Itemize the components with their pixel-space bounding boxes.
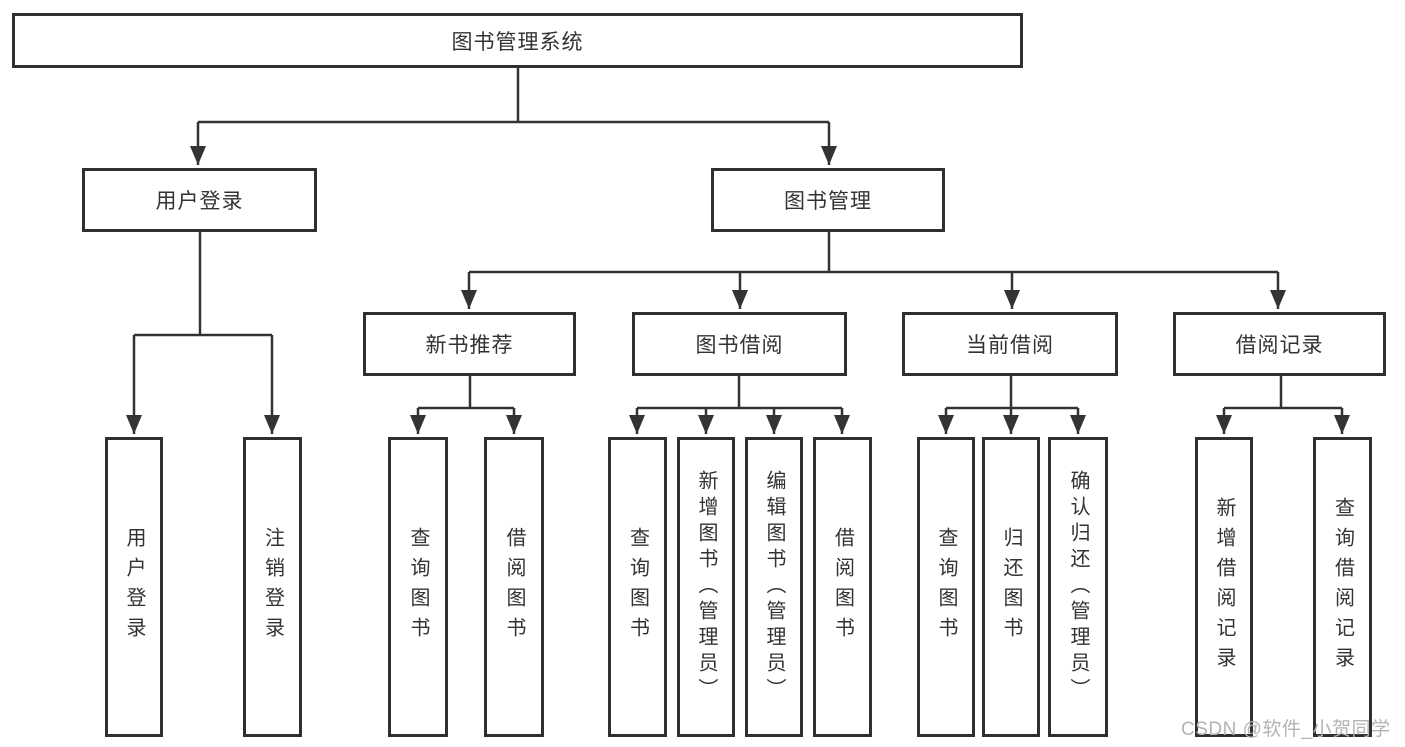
node-leaf-borrow-book-1: 借阅图书 — [484, 437, 544, 737]
node-label: 确认归还（管理员） — [1067, 470, 1089, 704]
node-current-borrow: 当前借阅 — [902, 312, 1118, 376]
node-label: 用户登录 — [155, 190, 244, 213]
node-label: 当前借阅 — [966, 334, 1054, 357]
node-label: 查询图书 — [935, 527, 957, 647]
node-label: 图书管理系统 — [451, 30, 584, 54]
node-borrow-records: 借阅记录 — [1173, 312, 1386, 376]
node-leaf-add-borrow-record: 新增借阅记录 — [1195, 437, 1253, 737]
node-leaf-query-book-3: 查询图书 — [917, 437, 975, 737]
node-label: 借阅记录 — [1235, 334, 1324, 357]
node-leaf-query-book-2: 查询图书 — [608, 437, 667, 737]
node-label: 图书管理 — [784, 190, 872, 213]
node-label: 编辑图书（管理员） — [763, 470, 785, 704]
node-leaf-query-borrow-record: 查询借阅记录 — [1313, 437, 1372, 737]
node-leaf-confirm-return-admin: 确认归还（管理员） — [1048, 437, 1108, 737]
node-leaf-query-book-1: 查询图书 — [388, 437, 448, 737]
node-label: 借阅图书 — [831, 527, 854, 647]
node-leaf-logout: 注销登录 — [243, 437, 302, 737]
node-book-borrow: 图书借阅 — [632, 312, 847, 376]
node-label: 注销登录 — [261, 527, 284, 647]
node-label: 新增图书（管理员） — [695, 470, 717, 704]
node-leaf-borrow-book-2: 借阅图书 — [813, 437, 872, 737]
node-leaf-user-login: 用户登录 — [105, 437, 163, 737]
node-label: 新增借阅记录 — [1213, 497, 1235, 677]
node-label: 用户登录 — [123, 527, 145, 647]
node-label: 图书借阅 — [695, 334, 784, 357]
node-leaf-edit-book-admin: 编辑图书（管理员） — [745, 437, 803, 737]
node-label: 归还图书 — [1000, 527, 1022, 647]
node-book-management: 图书管理 — [711, 168, 945, 232]
node-label: 查询借阅记录 — [1331, 497, 1354, 677]
node-user-login: 用户登录 — [82, 168, 317, 232]
node-label: 新书推荐 — [425, 334, 514, 357]
node-leaf-return-book: 归还图书 — [982, 437, 1040, 737]
node-leaf-add-book-admin: 新增图书（管理员） — [677, 437, 735, 737]
node-label: 查询图书 — [626, 527, 649, 647]
node-root-system: 图书管理系统 — [12, 13, 1023, 68]
csdn-watermark: CSDN @软件_小贺同学 — [1181, 719, 1391, 740]
node-new-book-recommend: 新书推荐 — [363, 312, 576, 376]
node-label: 借阅图书 — [503, 527, 525, 647]
node-label: 查询图书 — [407, 527, 429, 647]
